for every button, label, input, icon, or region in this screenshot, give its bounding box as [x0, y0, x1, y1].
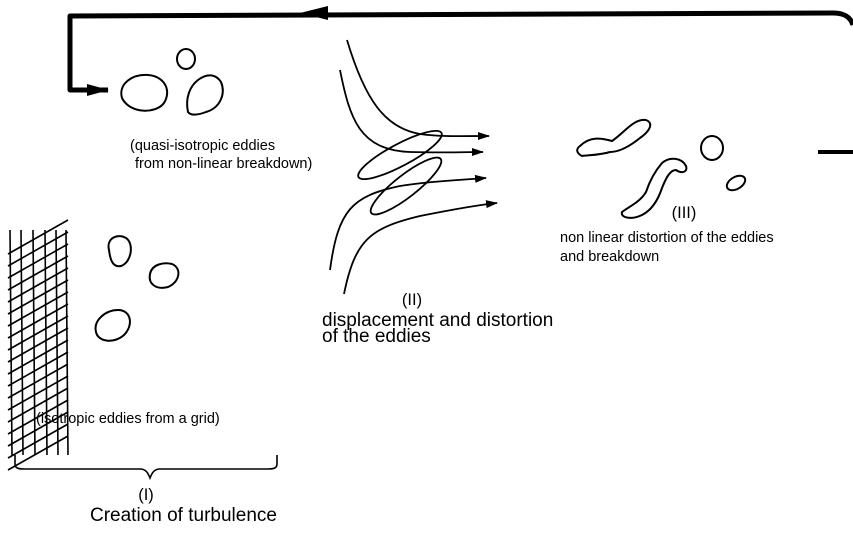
stage-iii-label-line1: non linear distortion of the eddies — [560, 231, 774, 246]
turbulence-grid — [8, 220, 68, 470]
stage-iii-number: (III) — [662, 205, 706, 222]
grid-eddies-label: (isotropic eddies from a grid) — [36, 412, 220, 427]
loop-arrowhead-left — [300, 6, 328, 20]
stage-i-label: Creation of turbulence — [90, 506, 277, 526]
stage-i-number: (I) — [126, 487, 166, 504]
feedback-loop-arrow — [70, 6, 853, 152]
quasi-isotropic-label-line2: from non-linear breakdown) — [135, 157, 312, 172]
grid-eddies — [96, 236, 179, 341]
quasi-isotropic-label-line1: (quasi-isotropic eddies — [130, 139, 275, 154]
stage-ii-label-line2: of the eddies — [322, 327, 431, 347]
distorted-eddies — [577, 120, 747, 218]
stage-i-brace — [15, 455, 277, 478]
stage-ii-number: (II) — [392, 292, 432, 309]
stage-iii-label-line2: and breakdown — [560, 250, 659, 265]
strain-flow-lines — [330, 40, 497, 294]
quasi-isotropic-eddies — [121, 49, 222, 115]
